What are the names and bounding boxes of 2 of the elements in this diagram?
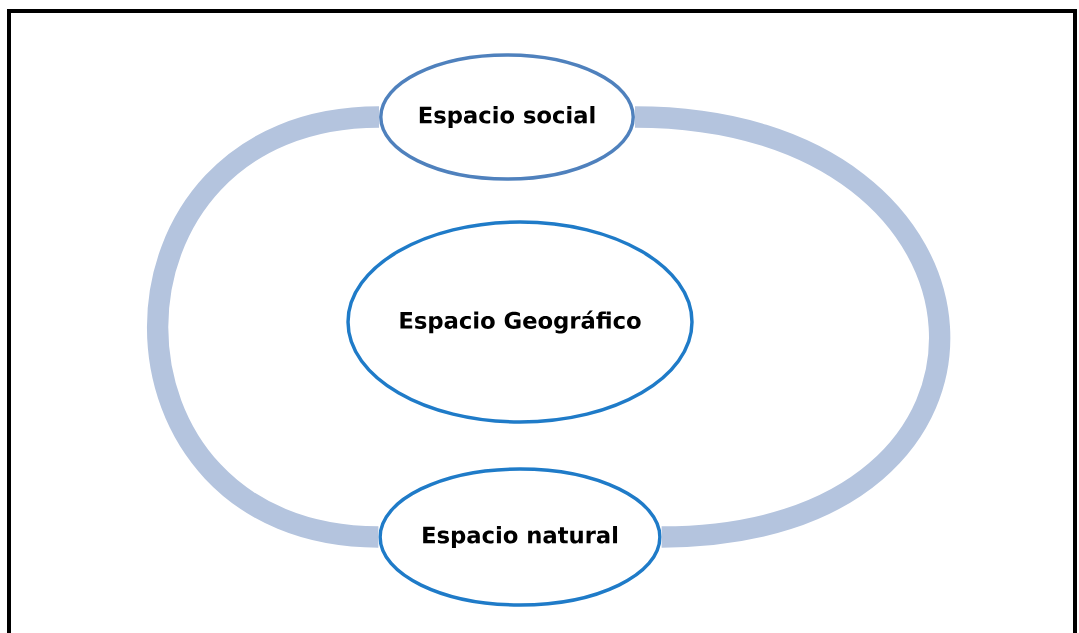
ring-arc <box>147 106 381 548</box>
ring-arc <box>634 106 950 548</box>
